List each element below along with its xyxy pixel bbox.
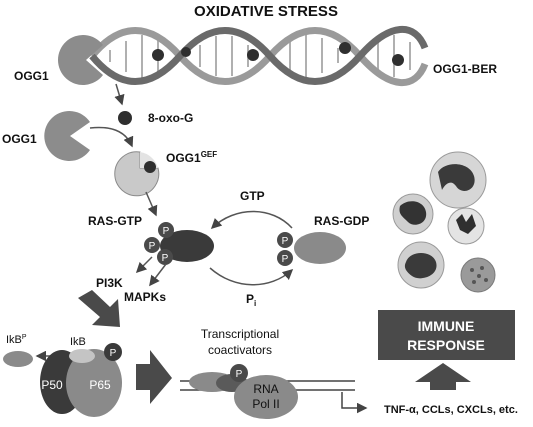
neutrophil-cell-3 xyxy=(447,207,485,245)
oxo-g-label: 8-oxo-G xyxy=(148,111,193,125)
lymphocyte-cell xyxy=(460,257,496,293)
oxo-g-base xyxy=(118,111,132,125)
transcription-start-arrow xyxy=(341,392,368,414)
ogg1-gef-label: OGG1GEF xyxy=(166,150,217,165)
svg-text:P: P xyxy=(149,241,156,252)
coactivators-label: coactivators xyxy=(208,343,272,357)
svg-text:P: P xyxy=(163,226,170,237)
pi3k-label: PI3K xyxy=(96,276,123,290)
pi-arrow xyxy=(209,267,294,286)
p65-label: P65 xyxy=(89,378,111,392)
ikbp-label: IkBP xyxy=(6,334,27,346)
ogg1-gef-complex xyxy=(114,151,160,197)
ogg1-free-label: OGG1 xyxy=(2,132,37,146)
monocyte-cell xyxy=(397,241,445,289)
rna-label: RNA xyxy=(253,382,278,396)
neutrophil-cell-2 xyxy=(392,193,434,235)
gtp-label: GTP xyxy=(240,189,265,203)
cytokines-label: TNF-α, CCLs, CXCLs, etc. xyxy=(384,404,518,416)
title: OXIDATIVE STRESS xyxy=(194,3,338,20)
pi-subscript: i xyxy=(254,299,256,308)
p50-label: P50 xyxy=(41,378,63,392)
translocation-arrow xyxy=(136,350,172,404)
coactivator-complex: P xyxy=(189,364,248,392)
excision-arrow xyxy=(114,83,125,106)
svg-text:P: P xyxy=(282,254,289,265)
binding-arrow xyxy=(89,126,134,148)
immune-line2: RESPONSE xyxy=(407,337,485,353)
svg-text:P: P xyxy=(110,348,117,359)
immune-response-box: IMMUNE RESPONSE xyxy=(378,310,515,360)
neutrophil-cell-1 xyxy=(429,151,487,209)
svg-text:P: P xyxy=(162,253,169,264)
transcriptional-label: Transcriptional xyxy=(201,327,279,341)
svg-text:P: P xyxy=(236,369,243,380)
nfkb-complex: P xyxy=(40,343,122,417)
pi-label: Pi xyxy=(246,292,256,308)
mapks-arrow xyxy=(149,263,167,287)
ikbp-superscript: P xyxy=(22,334,27,341)
svg-text:P: P xyxy=(282,236,289,247)
pi3k-arrow xyxy=(135,256,153,274)
gef-to-ras-arrow xyxy=(145,191,158,217)
ras-gdp-complex: P P xyxy=(277,232,346,266)
ras-gdp-label: RAS-GDP xyxy=(314,214,369,228)
ikbp-shape xyxy=(3,351,33,367)
rna-pol-ii-shape xyxy=(234,375,298,419)
ikb-label: IkB xyxy=(70,336,86,348)
mapks-label: MAPKs xyxy=(124,290,166,304)
gef-superscript: GEF xyxy=(201,150,218,159)
dna-helix xyxy=(89,26,429,86)
ogg1-label-left: OGG1 xyxy=(14,69,49,83)
ogg1-bound-shape xyxy=(58,35,103,85)
signal-down-arrow xyxy=(78,290,120,327)
ogg1-ber-label: OGG1-BER xyxy=(433,62,497,76)
pol-ii-label: Pol II xyxy=(252,397,279,411)
ras-gtp-label: RAS-GTP xyxy=(88,214,142,228)
gtp-arrow xyxy=(210,210,293,230)
immune-up-arrow xyxy=(415,363,471,390)
immune-line1: IMMUNE xyxy=(418,318,475,334)
ogg1-free-shape xyxy=(44,111,90,161)
ras-gtp-complex: P P P xyxy=(144,222,214,265)
immune-cells xyxy=(392,151,496,293)
